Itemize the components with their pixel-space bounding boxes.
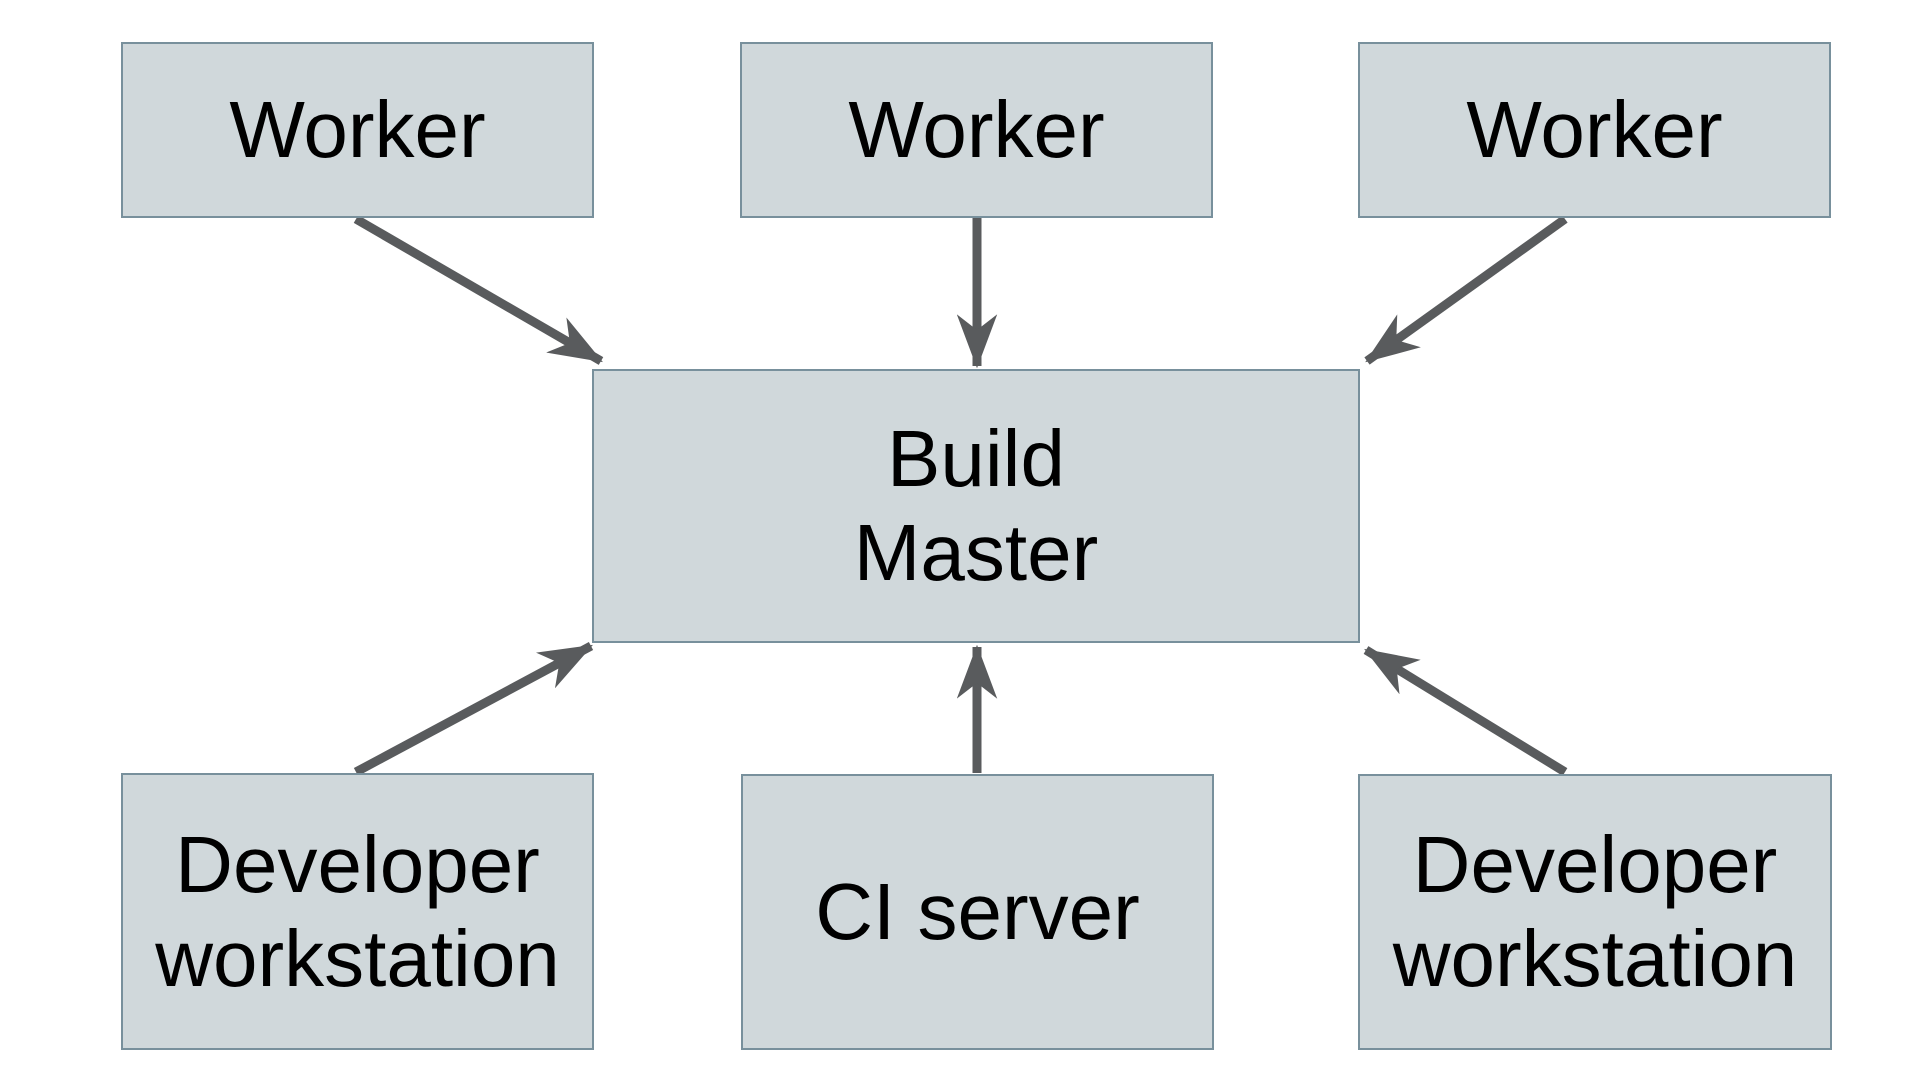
- node-developer-workstation-right: Developer workstation: [1358, 774, 1832, 1050]
- node-worker-1: Worker: [121, 42, 594, 218]
- node-build-master-label: Build Master: [853, 414, 1099, 597]
- node-worker-2: Worker: [740, 42, 1213, 218]
- node-worker-1-label: Worker: [229, 85, 486, 175]
- node-developer-workstation-right-label: Developer workstation: [1392, 820, 1798, 1003]
- node-worker-3: Worker: [1358, 42, 1831, 218]
- node-worker-3-label: Worker: [1466, 85, 1723, 175]
- edge-worker1-to-buildmaster: [353, 215, 604, 365]
- node-ci-server-label: CI server: [815, 867, 1140, 957]
- node-ci-server: CI server: [741, 774, 1214, 1050]
- node-developer-workstation-left: Developer workstation: [121, 773, 594, 1050]
- edge-devright-to-buildmaster: [1363, 646, 1568, 776]
- node-developer-workstation-left-label: Developer workstation: [155, 819, 560, 1003]
- edge-worker3-to-buildmaster: [1364, 215, 1568, 365]
- edge-devleft-to-buildmaster: [353, 642, 594, 776]
- node-build-master: Build Master: [592, 369, 1360, 643]
- node-worker-2-label: Worker: [848, 85, 1105, 175]
